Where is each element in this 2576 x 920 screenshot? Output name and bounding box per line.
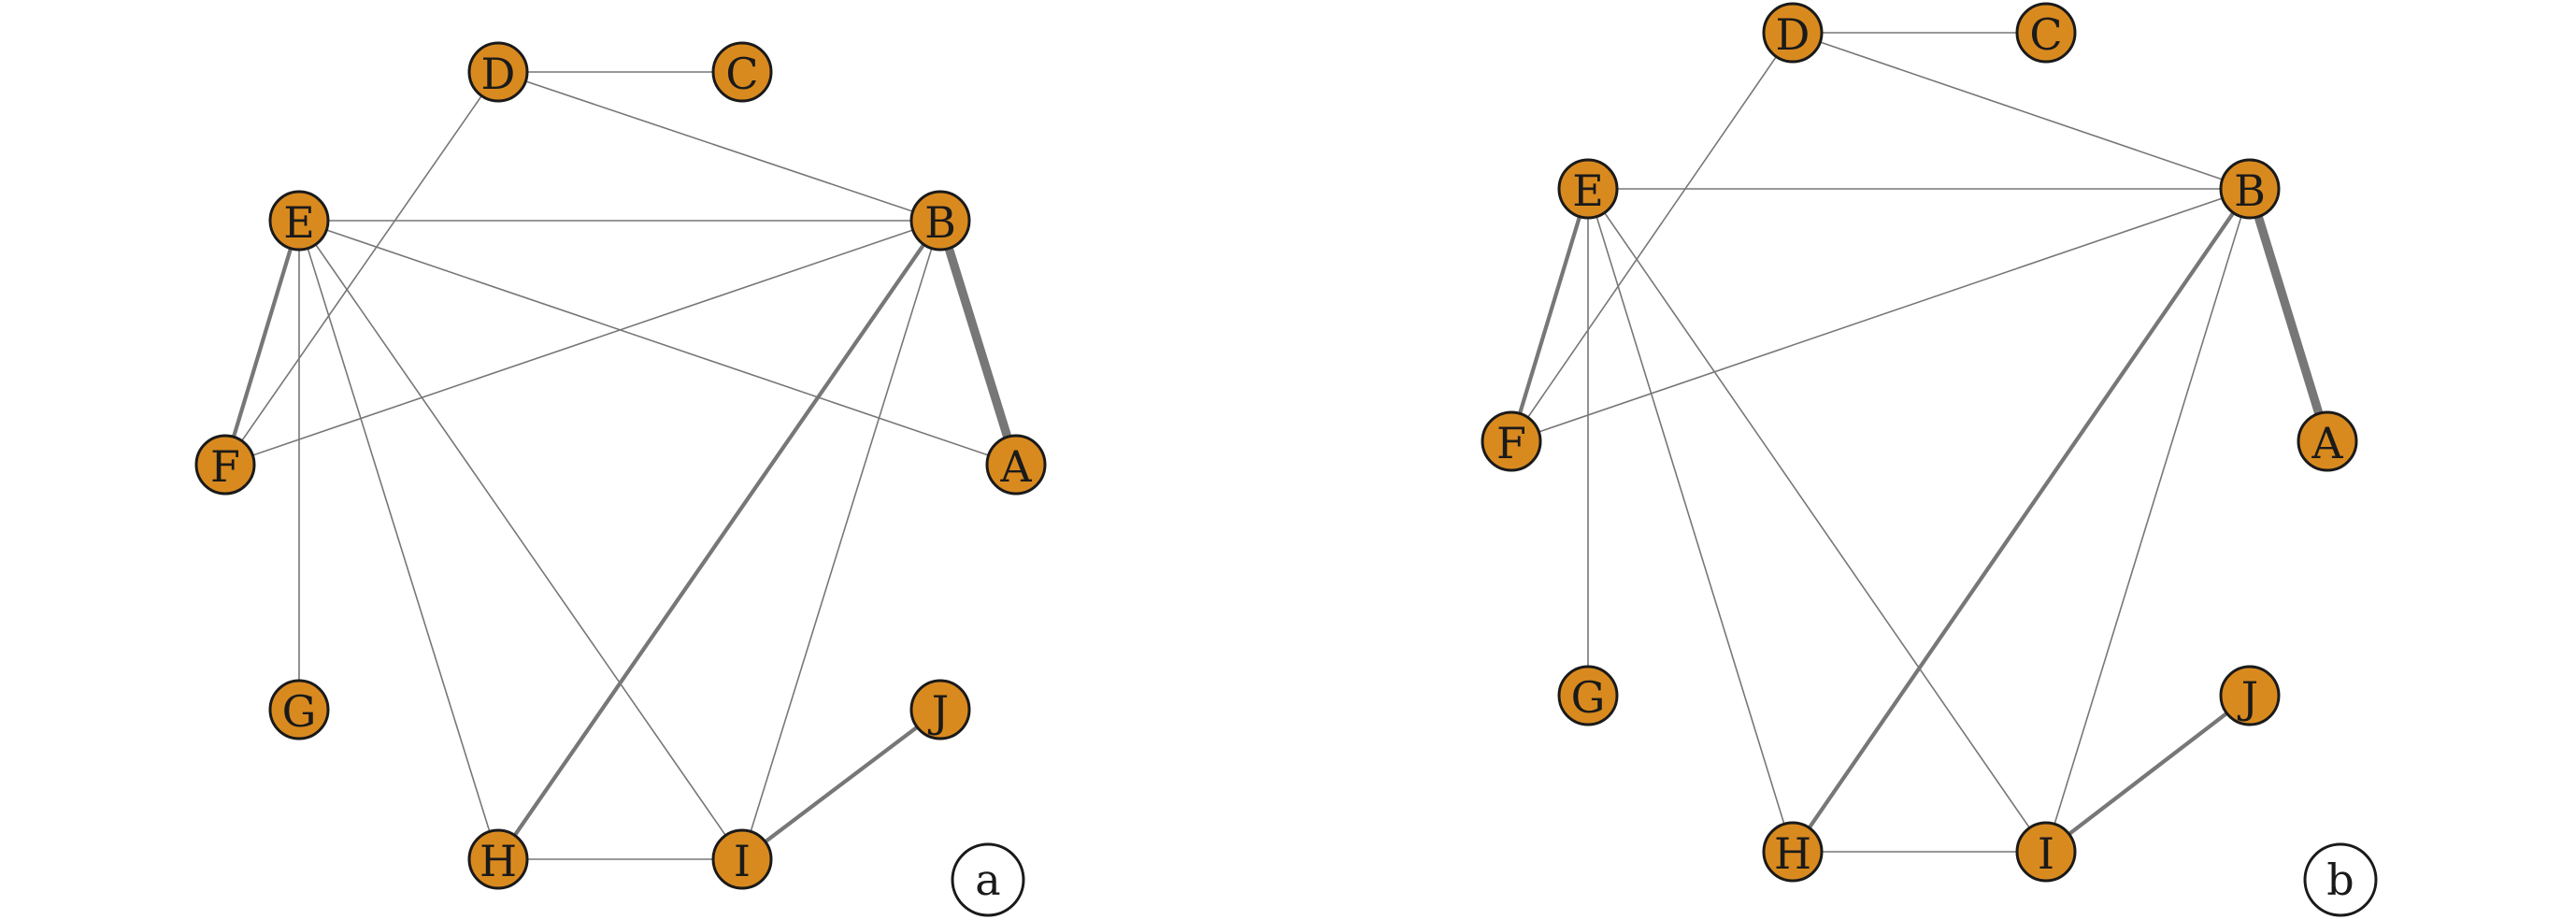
edge-E-H bbox=[1587, 188, 1794, 853]
edge-E-I bbox=[1587, 188, 2047, 853]
edge-E-F bbox=[222, 218, 302, 467]
node-label: D bbox=[481, 49, 516, 99]
node-label: G bbox=[1571, 672, 1606, 723]
node-circle bbox=[467, 41, 529, 103]
edge-E-F bbox=[1509, 186, 1591, 444]
edge-B-A bbox=[2245, 184, 2332, 446]
node-D: D bbox=[467, 41, 529, 103]
node-I: I bbox=[711, 828, 773, 890]
node-circle bbox=[467, 828, 529, 890]
node-D: D bbox=[1762, 2, 1824, 64]
panel-label-b-text: b bbox=[2326, 855, 2354, 905]
panel-label-a: a bbox=[951, 842, 1025, 917]
node-J: J bbox=[909, 679, 971, 740]
node-J: J bbox=[2219, 665, 2281, 726]
edge-F-B bbox=[1510, 188, 2251, 442]
node-label: D bbox=[1776, 9, 1810, 60]
node-label: C bbox=[2029, 9, 2062, 60]
node-E: E bbox=[1557, 158, 1619, 220]
node-B: B bbox=[909, 190, 971, 252]
node-circle bbox=[2015, 821, 2077, 883]
node-circle bbox=[711, 41, 773, 103]
node-circle bbox=[1481, 410, 1542, 472]
node-C: C bbox=[711, 41, 773, 103]
node-circle bbox=[1762, 2, 1824, 64]
edge-B-I bbox=[2045, 188, 2251, 853]
node-label: E bbox=[1572, 165, 1604, 216]
edge-I-J bbox=[739, 707, 943, 862]
node-label: H bbox=[479, 836, 517, 886]
edge-layer bbox=[1509, 32, 2332, 855]
node-I: I bbox=[2015, 821, 2077, 883]
node-label: A bbox=[999, 441, 1032, 492]
node-label: F bbox=[1496, 418, 1526, 468]
panel-label-a-text: a bbox=[975, 855, 1000, 905]
node-circle bbox=[2297, 410, 2358, 472]
node-A: A bbox=[985, 434, 1047, 496]
edge-B-H bbox=[1790, 186, 2253, 855]
node-label: E bbox=[283, 197, 315, 248]
node-circle bbox=[2219, 158, 2281, 220]
node-layer: A B C D E F G H I J bbox=[194, 41, 1047, 890]
node-label: H bbox=[1774, 828, 1811, 879]
edge-E-H bbox=[298, 220, 499, 860]
edge-E-I bbox=[298, 220, 743, 860]
node-A: A bbox=[2297, 410, 2358, 472]
node-circle bbox=[2219, 665, 2281, 726]
node-C: C bbox=[2015, 2, 2077, 64]
network-panel-b: A B C D E F G H I J b bbox=[1481, 2, 2378, 917]
node-circle bbox=[985, 434, 1047, 496]
node-circle bbox=[909, 679, 971, 740]
node-circle bbox=[1557, 665, 1619, 726]
node-label: I bbox=[734, 836, 751, 886]
node-G: G bbox=[268, 679, 330, 740]
edge-layer bbox=[222, 71, 1021, 862]
edge-B-I bbox=[741, 220, 941, 860]
network-panel-a: A B C D E F G H I J a bbox=[194, 41, 1047, 917]
edge-D-F bbox=[1510, 32, 1794, 442]
node-circle bbox=[2015, 2, 2077, 64]
edge-D-B bbox=[497, 71, 941, 222]
edge-D-F bbox=[224, 71, 499, 466]
node-label: B bbox=[2234, 165, 2266, 216]
node-H: H bbox=[467, 828, 529, 890]
node-circle bbox=[268, 679, 330, 740]
node-label: J bbox=[2238, 672, 2258, 723]
node-circle bbox=[1557, 158, 1619, 220]
node-E: E bbox=[268, 190, 330, 252]
node-circle bbox=[268, 190, 330, 252]
node-circle bbox=[909, 190, 971, 252]
node-label: J bbox=[928, 686, 949, 737]
node-circle bbox=[194, 434, 256, 496]
node-label: G bbox=[282, 686, 317, 737]
node-label: A bbox=[2311, 418, 2343, 468]
node-G: G bbox=[1557, 665, 1619, 726]
edge-B-A bbox=[936, 216, 1021, 469]
edge-E-A bbox=[298, 220, 1017, 466]
panel-label-b: b bbox=[2303, 842, 2378, 917]
node-B: B bbox=[2219, 158, 2281, 220]
node-label: C bbox=[725, 49, 758, 99]
edge-I-J bbox=[2043, 693, 2253, 855]
node-F: F bbox=[1481, 410, 1542, 472]
edge-B-H bbox=[495, 218, 943, 862]
edge-D-B bbox=[1792, 32, 2251, 190]
node-circle bbox=[711, 828, 773, 890]
node-label: I bbox=[2038, 828, 2054, 879]
node-label: F bbox=[210, 441, 240, 492]
node-layer: A B C D E F G H I J bbox=[1481, 2, 2358, 883]
node-circle bbox=[1762, 821, 1824, 883]
node-H: H bbox=[1762, 821, 1824, 883]
node-F: F bbox=[194, 434, 256, 496]
edge-F-B bbox=[224, 220, 941, 466]
node-label: B bbox=[924, 197, 956, 248]
